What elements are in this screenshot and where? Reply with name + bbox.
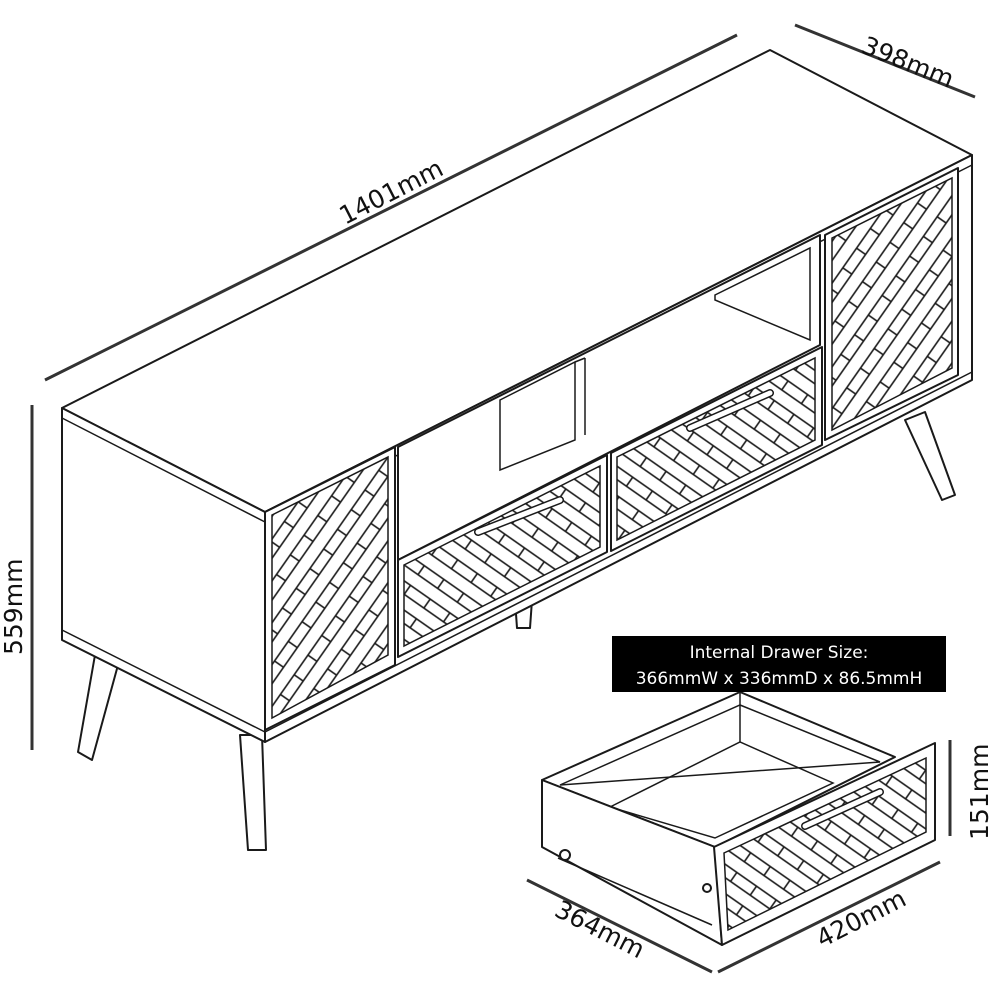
drawer-height-label: 151mm xyxy=(965,744,994,840)
front-right-leg xyxy=(904,411,956,501)
right-drawer-slats xyxy=(616,356,816,542)
drawer-depth-label: 364mm xyxy=(550,895,649,965)
drawer-width-dimension-line xyxy=(717,860,941,974)
drawer-size-label: Internal Drawer Size: 366mmW x 336mmD x … xyxy=(612,636,946,692)
legs xyxy=(77,411,956,851)
back-left-leg xyxy=(77,654,119,761)
left-drawer-slats xyxy=(403,464,601,648)
depth-dimension-line xyxy=(794,23,976,99)
drawer-depth-dimension-line xyxy=(526,878,713,974)
drawer-label-title: Internal Drawer Size: xyxy=(690,643,869,663)
drawer-front-slats xyxy=(723,756,927,932)
drawer-runner-wheel xyxy=(559,849,571,861)
width-dimension-line xyxy=(44,33,738,382)
screw-icon xyxy=(702,883,712,893)
left-door-slats xyxy=(271,455,389,720)
front-left-leg xyxy=(239,734,267,851)
drawer-label-size: 366mmW x 336mmD x 86.5mmH xyxy=(636,669,923,689)
width-label: 1401mm xyxy=(335,154,448,231)
drawer-detail xyxy=(541,691,936,946)
label-background xyxy=(612,636,946,692)
depth-label: 398mm xyxy=(858,31,958,94)
open-shelf xyxy=(397,234,821,561)
height-label: 559mm xyxy=(0,559,28,655)
tv-cabinet xyxy=(61,49,973,743)
right-door-slats xyxy=(831,176,953,432)
